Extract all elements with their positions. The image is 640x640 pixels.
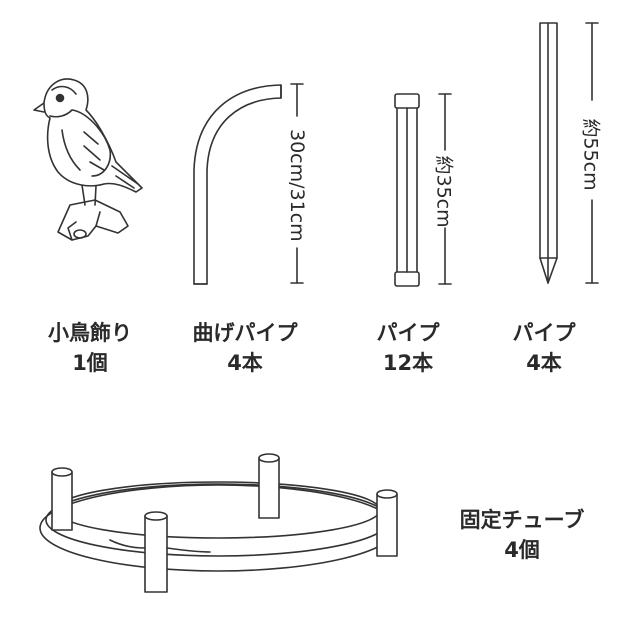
part-label-pipe-35cm: パイプ 12本 [360, 318, 456, 378]
part-name: パイプ [376, 321, 440, 345]
bent-pipe-dimension-label: 30cm/31cm [286, 129, 308, 242]
part-quantity: 4本 [227, 351, 263, 375]
part-label-bent-pipe: 曲げパイプ 4本 [180, 318, 310, 378]
pipe-35cm-dimension-line [438, 93, 452, 285]
part-quantity: 1個 [72, 351, 108, 375]
part-label-pipe-55cm: パイプ 4本 [494, 318, 594, 378]
part-name: パイプ [512, 321, 576, 345]
bent-pipe-dimension-line [290, 83, 304, 284]
fixing-tube-ring-illustration [39, 453, 398, 593]
pipe-55cm-illustration [539, 22, 558, 284]
pipe-35cm-illustration [394, 93, 420, 287]
part-quantity: 4本 [526, 351, 562, 375]
part-quantity: 12本 [382, 351, 434, 375]
part-name: 小鳥飾り [48, 321, 132, 345]
pipe-35cm-dimension-label: 約35cm [432, 155, 455, 228]
bird-ornament-illustration [33, 78, 143, 241]
part-quantity: 4個 [504, 538, 540, 562]
pipe-55cm-dimension-label: 約55cm [579, 118, 602, 191]
part-label-bird-ornament: 小鳥飾り 1個 [35, 318, 145, 378]
part-name: 曲げパイプ [192, 321, 298, 345]
part-name: 固定チューブ [459, 508, 585, 532]
pipe-55cm-dimension-line [585, 22, 599, 284]
part-label-fixing-tube: 固定チューブ 4個 [436, 505, 608, 565]
bent-pipe-illustration [193, 84, 282, 285]
